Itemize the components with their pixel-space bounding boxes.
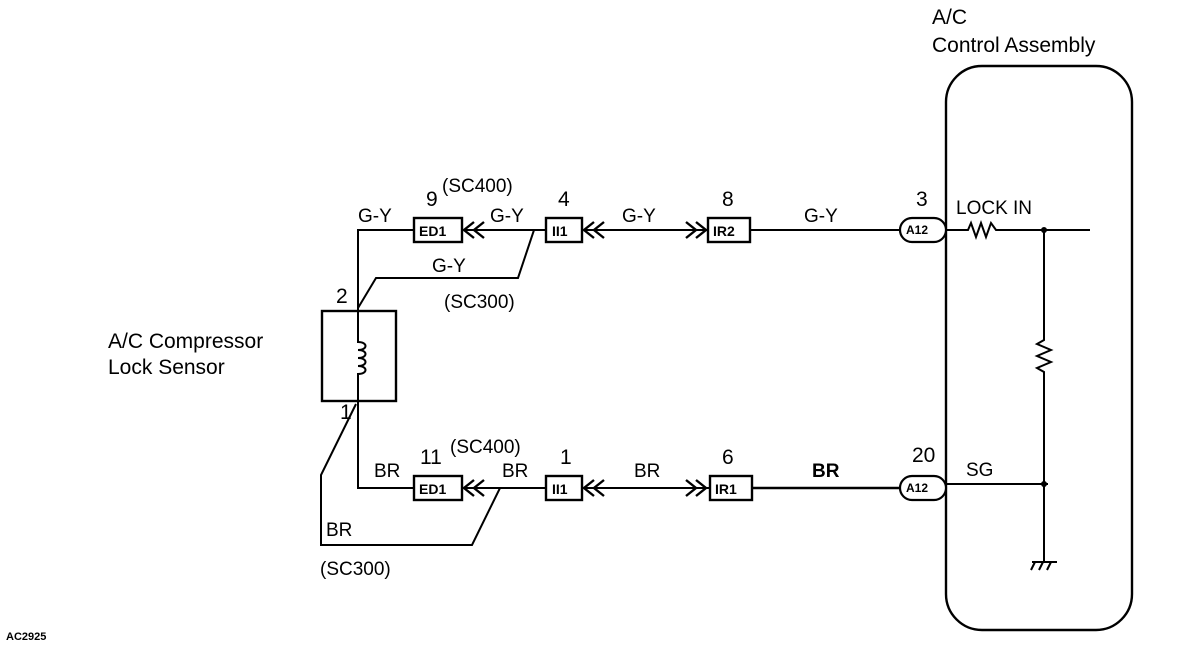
junction-dot-top [1041, 227, 1047, 233]
connector-ii1-top [544, 216, 584, 244]
bottom-circuit: ED1 II1 IR1 A12 11 1 6 20 (SC400) (SC300… [320, 401, 948, 580]
wire-br-label-4: BR [812, 461, 840, 482]
pin-ed1-top: 9 [426, 188, 438, 211]
wire-br-label-1: BR [374, 461, 400, 482]
pin-ii1-bottom: 1 [560, 446, 572, 469]
compressor-lock-sensor: A/C Compressor Lock Sensor 2 1 [108, 285, 398, 424]
chevrons-ir2-left [685, 221, 708, 239]
top-circuit: ED1 II1 IR2 A12 9 4 8 3 (SC400) (SC300) … [357, 176, 948, 313]
sensor-title-1: A/C Compressor [108, 330, 263, 353]
connector-ed1-top [412, 216, 464, 244]
connector-ed1-bottom-label: ED1 [419, 481, 446, 497]
lock-in-line [946, 220, 1090, 240]
connector-a12-bottom [898, 474, 948, 502]
connector-a12-top-label: A12 [906, 223, 928, 237]
control-assembly-title-2: Control Assembly [932, 34, 1096, 57]
variant-sc400-top: (SC400) [442, 176, 513, 197]
connector-ed1-bottom [412, 474, 464, 502]
figure-id: AC2925 [6, 631, 46, 643]
pin-a12-bottom: 20 [912, 444, 935, 467]
connector-ir2-label: IR2 [713, 223, 735, 239]
internal-resistor [1034, 230, 1054, 484]
pin-ir1: 6 [722, 446, 734, 469]
lock-in-label: LOCK IN [956, 198, 1032, 219]
variant-sc400-bottom: (SC400) [450, 437, 521, 458]
wire-br-label-5: BR [326, 520, 352, 541]
sensor-pin-bottom: 1 [340, 401, 352, 424]
variant-sc300-top: (SC300) [444, 292, 515, 313]
wire-gy-label-1: G-Y [358, 206, 392, 227]
pin-ii1-top: 4 [558, 188, 570, 211]
connector-ir1-label: IR1 [715, 481, 737, 497]
connector-ed1-top-label: ED1 [419, 223, 446, 239]
wire-gy-label-2: G-Y [490, 206, 524, 227]
control-assembly-outline [944, 64, 1134, 632]
control-assembly: A/C Control Assembly LOCK IN SG [932, 6, 1134, 632]
sg-label: SG [966, 460, 993, 481]
variant-sc300-bottom: (SC300) [320, 559, 391, 580]
wire-gy-label-3: G-Y [622, 206, 656, 227]
connector-ii1-bottom [544, 474, 584, 502]
wire-gy-label-4: G-Y [804, 206, 838, 227]
wire-gy-label-5: G-Y [432, 256, 466, 277]
pin-ir2: 8 [722, 188, 734, 211]
connector-ii1-top-label: II1 [552, 223, 568, 239]
control-assembly-title-1: A/C [932, 6, 967, 29]
sensor-coil [357, 311, 367, 401]
wire-br-label-2: BR [502, 461, 528, 482]
br-wire-sc400-left [357, 401, 414, 489]
sensor-pin-top: 2 [336, 285, 348, 308]
junction-dot-bottom [1041, 481, 1047, 487]
connector-ii1-bottom-label: II1 [552, 481, 568, 497]
ground-symbol [1030, 561, 1057, 571]
chevrons-ir1-left [685, 479, 708, 497]
sensor-title-2: Lock Sensor [108, 356, 225, 379]
connector-a12-bottom-label: A12 [906, 481, 928, 495]
pin-a12-top: 3 [916, 188, 928, 211]
pin-ed1-bottom: 11 [420, 446, 442, 469]
connector-a12-top [898, 216, 948, 244]
gy-wire-sc400-left [357, 229, 414, 311]
wire-br-label-3: BR [634, 461, 660, 482]
